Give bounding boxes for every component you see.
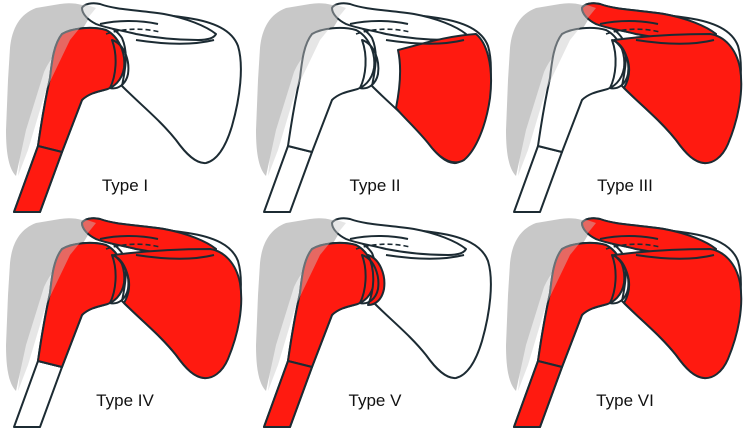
- glenoid-outline: [359, 254, 380, 305]
- glenoid-outline: [609, 39, 630, 90]
- body-shadow: [506, 3, 594, 176]
- affected-scapular-body: [395, 33, 492, 164]
- shoulder-diagram: [6, 217, 243, 428]
- overlap-shadow: [518, 219, 596, 391]
- body-shadow: [256, 3, 344, 176]
- scapular-ridge: [385, 254, 465, 260]
- scapular-ridge: [635, 254, 715, 260]
- panel-type-4: Type IV: [0, 215, 250, 430]
- affected-glenoid-scapula: [613, 33, 743, 165]
- panel-label: Type IV: [96, 391, 154, 410]
- humeral-head: [537, 26, 626, 153]
- shoulder-diagram: [506, 2, 743, 213]
- affected-humeral-head: [37, 26, 126, 153]
- glenoid-outline: [109, 39, 130, 90]
- clavicle-line: [349, 235, 409, 240]
- panel-label: Type I: [101, 176, 149, 195]
- dashed-line: [105, 28, 161, 35]
- affected-humeral-shaft: [513, 360, 563, 428]
- panel-label: Type VI: [596, 391, 654, 410]
- panel-label: Type III: [597, 176, 653, 195]
- affected-glenoid-rim: [367, 254, 386, 306]
- body-shadow: [256, 218, 344, 391]
- panel-type-3: Type III: [500, 0, 750, 215]
- body-shadow: [6, 3, 94, 176]
- dashed-line: [605, 243, 661, 250]
- shoulder-diagram: [506, 217, 743, 428]
- overlap-shadow: [18, 4, 96, 176]
- affected-humeral-shaft: [263, 360, 313, 428]
- affected-humeral-shaft: [13, 145, 63, 213]
- body-shadow: [506, 218, 594, 391]
- humeral-head: [287, 26, 376, 153]
- scapular-ridge: [385, 39, 465, 45]
- panel-type-1: Type I: [0, 0, 250, 215]
- overlap-shadow: [268, 4, 346, 176]
- shoulder-art: [506, 217, 743, 428]
- panel-type-6: Type VI: [500, 215, 750, 430]
- clavicle-line: [599, 235, 659, 240]
- clavicle-line: [99, 20, 159, 25]
- affected-glenoid-scapula: [113, 248, 243, 380]
- shoulder-diagram: [256, 2, 492, 213]
- body-shadow: [6, 218, 94, 391]
- affected-humeral-head: [537, 241, 626, 368]
- shoulder-art: [256, 217, 492, 428]
- clavicle-line: [599, 20, 659, 25]
- panel-type-5: Type V: [250, 215, 500, 430]
- dashed-line: [605, 28, 661, 35]
- panel-type-2: Type II: [250, 0, 500, 215]
- glenoid-outline: [359, 39, 380, 90]
- scapular-ridge: [135, 39, 215, 45]
- shoulder-art: [6, 217, 243, 428]
- dashed-line: [355, 243, 411, 250]
- panel-label: Type V: [348, 391, 402, 410]
- shoulder-diagram: [6, 2, 242, 213]
- scapular-ridge: [635, 39, 715, 45]
- shoulder-art: [256, 2, 492, 213]
- shoulder-art: [506, 2, 743, 213]
- shoulder-diagram: [256, 217, 492, 428]
- overlap-shadow: [268, 219, 346, 391]
- dashed-line: [105, 243, 161, 250]
- panel-label: Type II: [349, 176, 401, 195]
- affected-humeral-head: [37, 241, 126, 368]
- affected-humeral-head: [287, 241, 376, 368]
- clavicle-line: [349, 20, 409, 25]
- clavicle-line: [99, 235, 159, 240]
- dashed-line: [355, 28, 411, 35]
- affected-glenoid-scapula: [613, 248, 743, 380]
- overlap-shadow: [18, 219, 96, 391]
- scapular-ridge: [135, 254, 215, 260]
- glenoid-outline: [609, 254, 630, 305]
- shoulder-art: [6, 2, 242, 213]
- overlap-shadow: [518, 4, 596, 176]
- glenoid-outline: [109, 254, 130, 305]
